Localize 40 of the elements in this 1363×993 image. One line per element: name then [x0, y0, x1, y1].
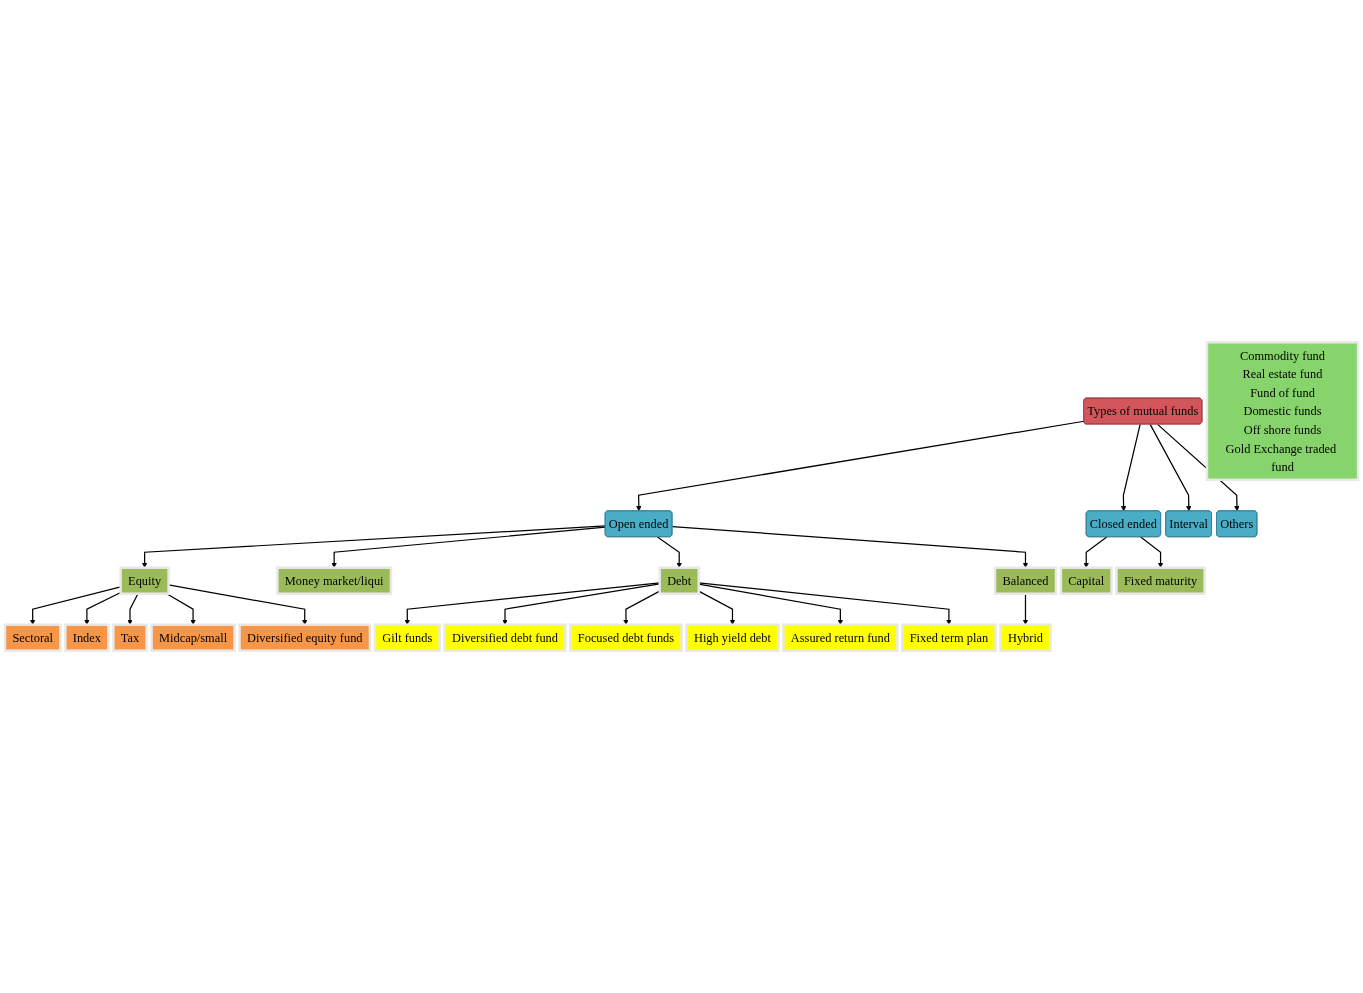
- arrow: [141, 525, 607, 568]
- node-box: Focused debt funds: [569, 623, 683, 652]
- node-box: Tax: [112, 623, 148, 652]
- arrow: [671, 525, 1029, 568]
- arrow: [698, 582, 952, 625]
- node-box: Debt: [658, 566, 700, 595]
- arrow: [1022, 593, 1029, 625]
- arrow: [1120, 423, 1141, 512]
- node-box: Balanced: [993, 566, 1058, 595]
- arrow: [698, 583, 844, 625]
- node-box: Fixed term plan: [901, 623, 997, 652]
- arrow: [331, 526, 607, 568]
- arrow: [623, 590, 661, 625]
- node-box: Capital: [1059, 566, 1113, 595]
- node-box: Hybrid: [999, 623, 1052, 652]
- arrow: [1149, 423, 1192, 512]
- arrow: [127, 593, 139, 625]
- arrow: [698, 590, 736, 625]
- arrow: [166, 593, 196, 625]
- arrow: [1083, 536, 1108, 568]
- node-box: Diversified debt fund: [443, 623, 567, 652]
- arrow: [167, 584, 308, 625]
- arrow: [29, 586, 122, 625]
- node-box: Equity: [119, 566, 170, 595]
- arrow: [404, 582, 661, 625]
- node-box: Assured return fund: [782, 623, 899, 652]
- node-box: Money market/liqui: [276, 566, 393, 595]
- node-box: High yield debt: [685, 623, 780, 652]
- node-box: Index: [64, 623, 110, 652]
- node-box: Diversified equity fund: [238, 623, 372, 652]
- arrow: [636, 420, 1085, 512]
- arrow: [502, 583, 661, 625]
- arrow: [1140, 536, 1164, 568]
- node-box: Commodity fund Real estate fund Fund of fund Domestic funds Off shore funds Gold Exchange traded fund: [1205, 341, 1360, 481]
- arrow: [84, 591, 122, 625]
- node-box: Gilt funds: [373, 623, 441, 652]
- node-box: Midcap/small: [150, 623, 236, 652]
- arrow: [656, 536, 682, 568]
- node-box: Sectoral: [3, 623, 62, 652]
- node-box: Fixed maturity: [1115, 566, 1206, 595]
